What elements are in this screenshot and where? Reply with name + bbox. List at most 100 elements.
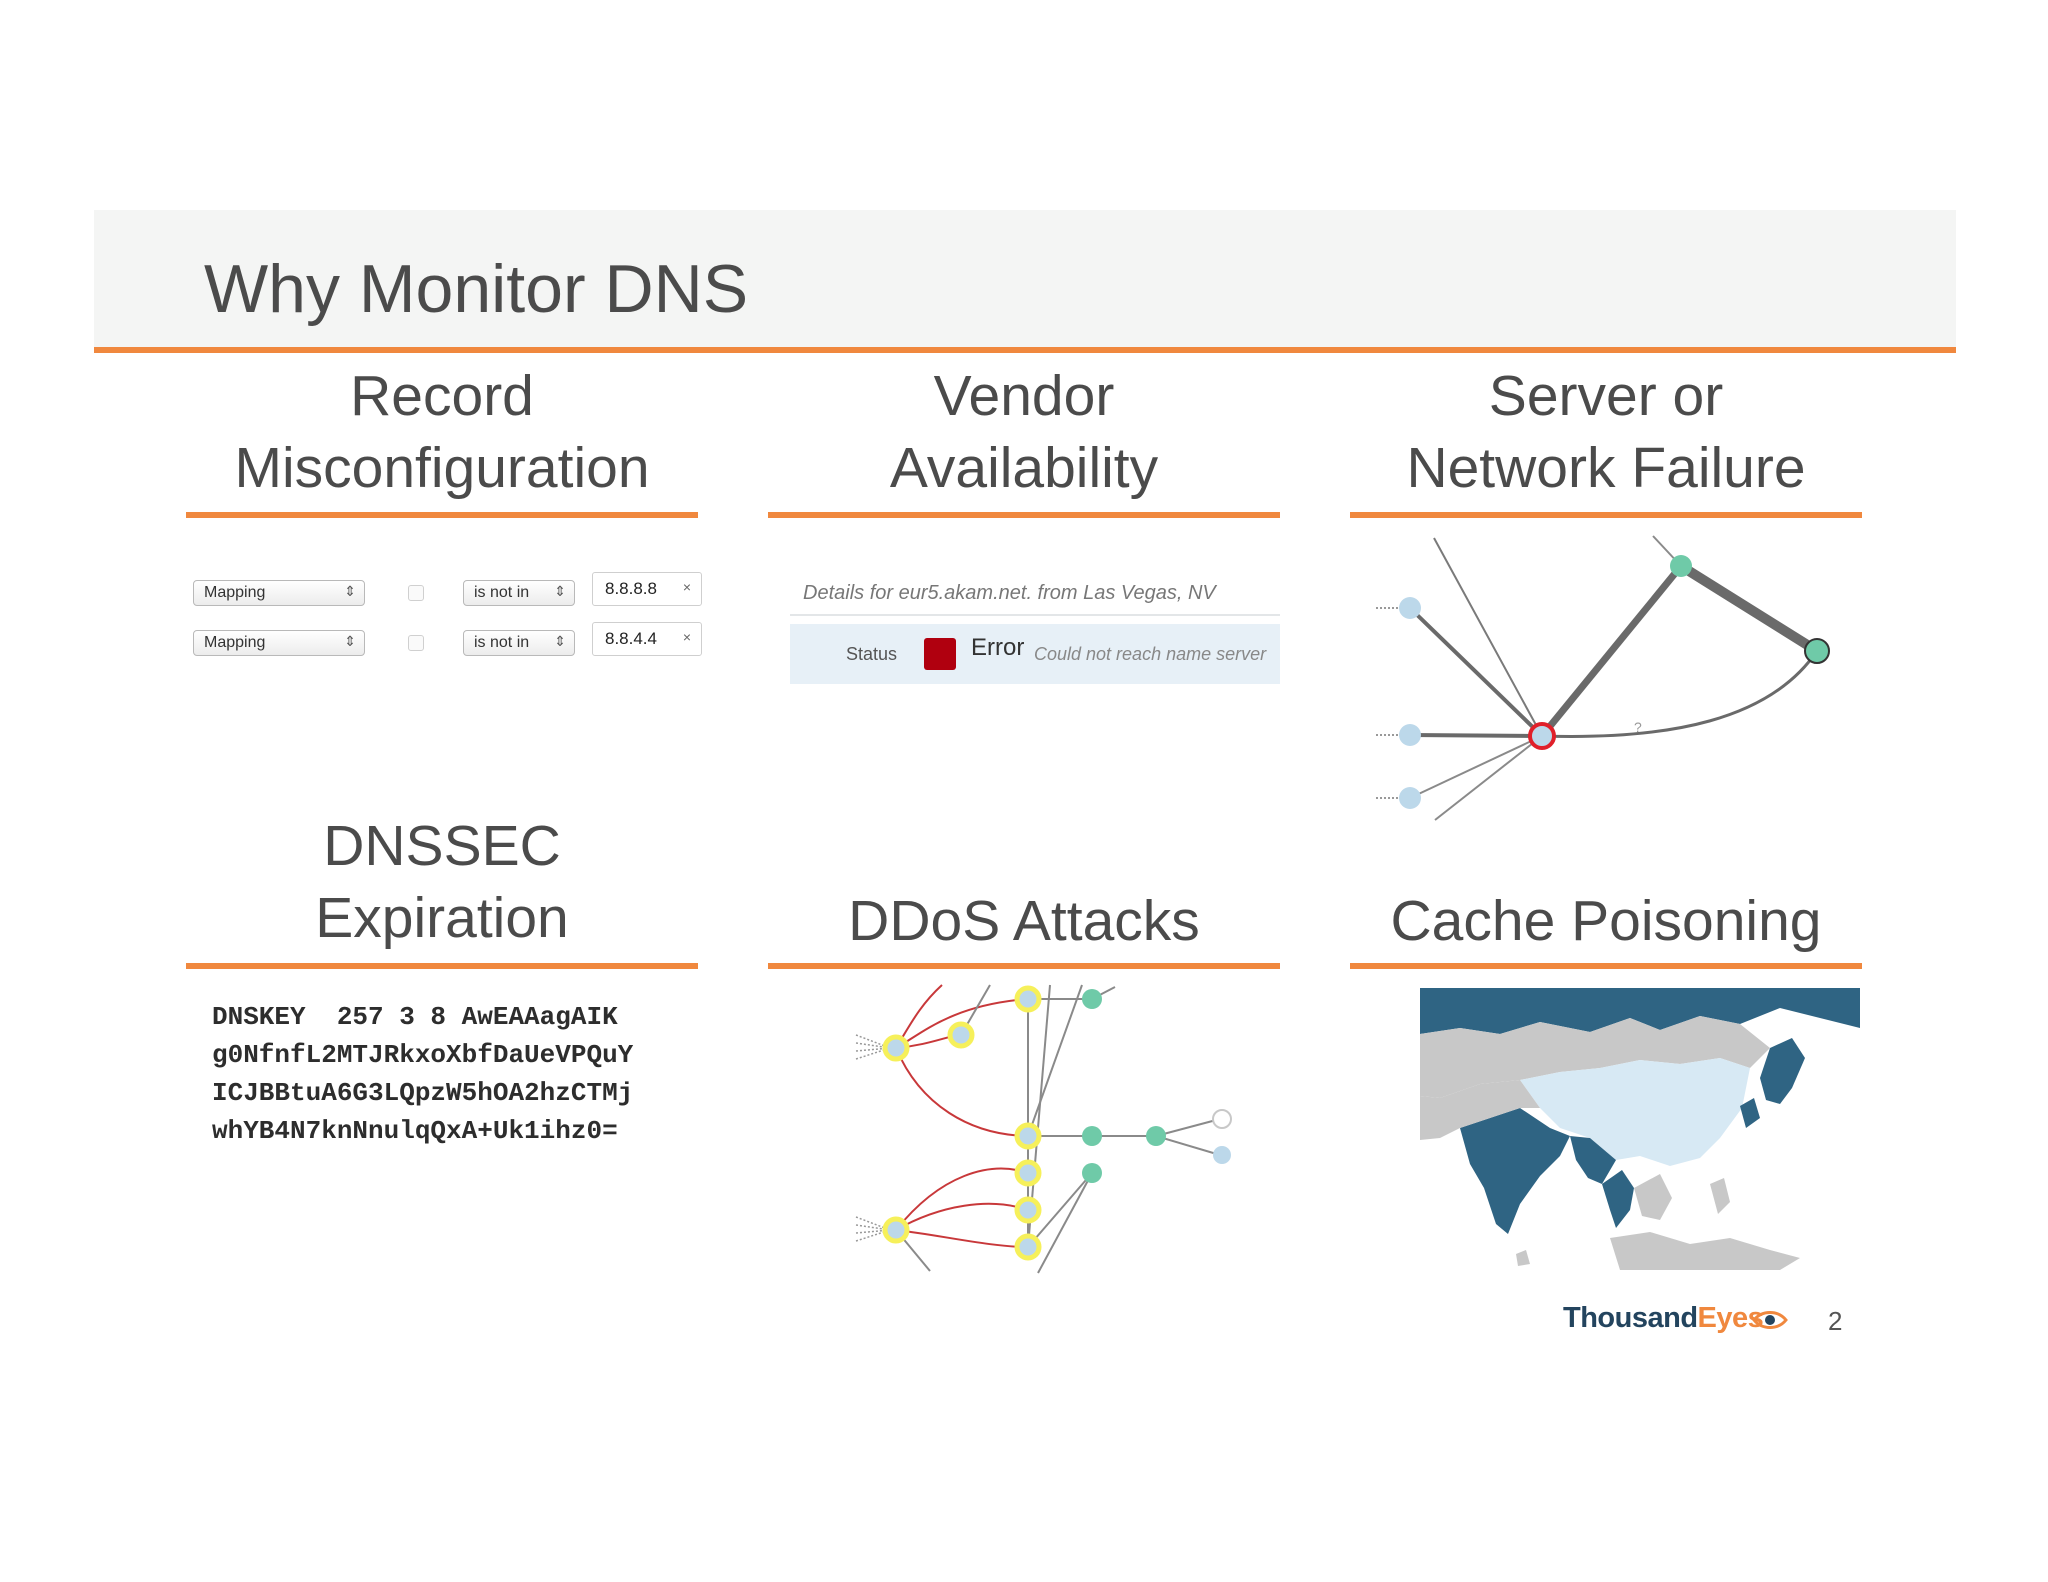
heading-line: Cache Poisoning bbox=[1390, 889, 1822, 953]
attacked-node bbox=[1014, 985, 1042, 1013]
error-status-swatch bbox=[924, 638, 956, 670]
agent-node bbox=[1399, 787, 1421, 809]
record-filter-form: Mapping ⇕ is not in ⇕ 8.8.8.8 × Mapping … bbox=[190, 572, 702, 662]
dnskey-record: DNSKEY 257 3 8 AwEAAagAIK g0NfnfL2MTJRkx… bbox=[212, 998, 668, 1158]
mapping-select[interactable]: Mapping ⇕ bbox=[193, 580, 365, 606]
operator-select[interactable]: is not in ⇕ bbox=[463, 580, 575, 606]
filter-checkbox[interactable] bbox=[408, 585, 424, 601]
filter-row: Mapping ⇕ is not in ⇕ 8.8.4.4 × bbox=[190, 620, 702, 656]
map-region-central-asia bbox=[1420, 1016, 1770, 1098]
ip-value-tag[interactable]: 8.8.8.8 × bbox=[592, 572, 702, 606]
attacked-node bbox=[1014, 1233, 1042, 1261]
attacked-node bbox=[882, 1216, 910, 1244]
select-arrow-icon: ⇕ bbox=[554, 583, 566, 599]
heading-server-network-failure: Server or Network Failure bbox=[1350, 360, 1862, 504]
filter-row: Mapping ⇕ is not in ⇕ 8.8.8.8 × bbox=[190, 572, 702, 606]
agent-node bbox=[1399, 597, 1421, 619]
logo-text-eyes: Eyes bbox=[1697, 1302, 1764, 1334]
heading-line: Vendor bbox=[933, 364, 1115, 428]
remove-icon[interactable]: × bbox=[682, 579, 691, 595]
network-path-graph: ? bbox=[1376, 535, 1830, 821]
dnskey-line: DNSKEY 257 3 8 AwEAAagAIK bbox=[212, 1002, 618, 1032]
heading-line: Network Failure bbox=[1406, 436, 1806, 500]
map-region-indonesia bbox=[1610, 1232, 1800, 1270]
path-link bbox=[1027, 1172, 1093, 1248]
logo-text-thousand: Thousand bbox=[1563, 1302, 1698, 1334]
map-region-thailand bbox=[1602, 1170, 1634, 1228]
heading-ddos-attacks: DDoS Attacks bbox=[768, 885, 1280, 957]
path-link bbox=[1678, 561, 1820, 656]
divider bbox=[790, 614, 1280, 616]
attacked-node bbox=[947, 1021, 975, 1049]
section-rule bbox=[768, 963, 1280, 969]
endpoint-node bbox=[1212, 1109, 1232, 1129]
section-rule bbox=[186, 512, 698, 518]
map-region-myanmar bbox=[1570, 1136, 1616, 1184]
attack-link bbox=[895, 1047, 1029, 1137]
heading-line: Misconfiguration bbox=[234, 436, 650, 500]
select-value: Mapping bbox=[204, 584, 266, 601]
title-underline bbox=[94, 347, 1956, 353]
dnskey-line: g0NfnfL2MTJRkxoXbfDaUeVPQuY bbox=[212, 1040, 634, 1070]
server-node bbox=[1082, 989, 1102, 1009]
server-node bbox=[1146, 1126, 1166, 1146]
select-value: is not in bbox=[474, 634, 530, 651]
heading-line: DNSSEC bbox=[323, 814, 561, 878]
map-region-indochina bbox=[1634, 1174, 1672, 1220]
heading-cache-poisoning: Cache Poisoning bbox=[1350, 885, 1862, 957]
section-rule bbox=[1350, 963, 1862, 969]
select-arrow-icon: ⇕ bbox=[554, 633, 566, 649]
map-region-sri-lanka bbox=[1516, 1250, 1530, 1266]
heading-vendor-availability: Vendor Availability bbox=[768, 360, 1280, 504]
heading-line: Availability bbox=[889, 436, 1159, 500]
path-link bbox=[1539, 563, 1684, 739]
heading-dnssec-expiration: DNSSEC Expiration bbox=[186, 810, 698, 954]
ddos-path-graph bbox=[855, 984, 1232, 1274]
path-link bbox=[1541, 650, 1819, 738]
path-link bbox=[1409, 733, 1543, 738]
filter-checkbox[interactable] bbox=[408, 635, 424, 651]
attacked-node bbox=[1014, 1122, 1042, 1150]
dnskey-line: ICJBBtuA6G3LQpzW5hOA2hzCTMj bbox=[212, 1078, 634, 1108]
server-node bbox=[1082, 1126, 1102, 1146]
attacked-node bbox=[882, 1034, 910, 1062]
dnskey-line: whYB4N7knNnulqQxA+Uk1ihz0= bbox=[212, 1116, 618, 1146]
status-label: Status bbox=[846, 644, 898, 664]
section-rule bbox=[186, 963, 698, 969]
title-bar: Why Monitor DNS bbox=[94, 210, 1956, 348]
path-link bbox=[1408, 606, 1544, 738]
path-link bbox=[1433, 537, 1543, 737]
path-link bbox=[1155, 1135, 1221, 1156]
path-link bbox=[1155, 1118, 1221, 1137]
failed-hop-node bbox=[1528, 722, 1556, 750]
map-region-philippines bbox=[1710, 1178, 1730, 1214]
attack-link bbox=[895, 1229, 1029, 1248]
attack-link bbox=[895, 1167, 1029, 1231]
vendor-details-caption: Details for eur5.akam.net. from Las Vega… bbox=[803, 582, 1216, 604]
ip-value-tag[interactable]: 8.8.4.4 × bbox=[592, 622, 702, 656]
unknown-hop-label: ? bbox=[1634, 719, 1642, 735]
operator-select[interactable]: is not in ⇕ bbox=[463, 630, 575, 656]
server-node bbox=[1670, 555, 1692, 577]
map-region-korea bbox=[1740, 1098, 1760, 1128]
map-region-north bbox=[1420, 988, 1860, 1034]
ip-value: 8.8.8.8 bbox=[605, 579, 657, 598]
server-node bbox=[1804, 638, 1830, 664]
map-region-india bbox=[1460, 1108, 1570, 1234]
heading-line: Server or bbox=[1488, 364, 1724, 428]
map-region-japan bbox=[1760, 1038, 1805, 1104]
select-arrow-icon: ⇕ bbox=[344, 583, 356, 599]
select-value: is not in bbox=[474, 584, 530, 601]
server-node bbox=[1082, 1163, 1102, 1183]
select-value: Mapping bbox=[204, 634, 266, 651]
endpoint-node bbox=[1213, 1146, 1231, 1164]
mapping-select[interactable]: Mapping ⇕ bbox=[193, 630, 365, 656]
path-link bbox=[1037, 1172, 1093, 1274]
remove-icon[interactable]: × bbox=[682, 629, 691, 645]
section-rule bbox=[1350, 512, 1862, 518]
path-link bbox=[1409, 735, 1543, 799]
path-link bbox=[1027, 984, 1083, 1137]
heading-line: DDoS Attacks bbox=[848, 889, 1200, 953]
heading-line: Record bbox=[350, 364, 534, 428]
page-number: 2 bbox=[1828, 1306, 1843, 1336]
